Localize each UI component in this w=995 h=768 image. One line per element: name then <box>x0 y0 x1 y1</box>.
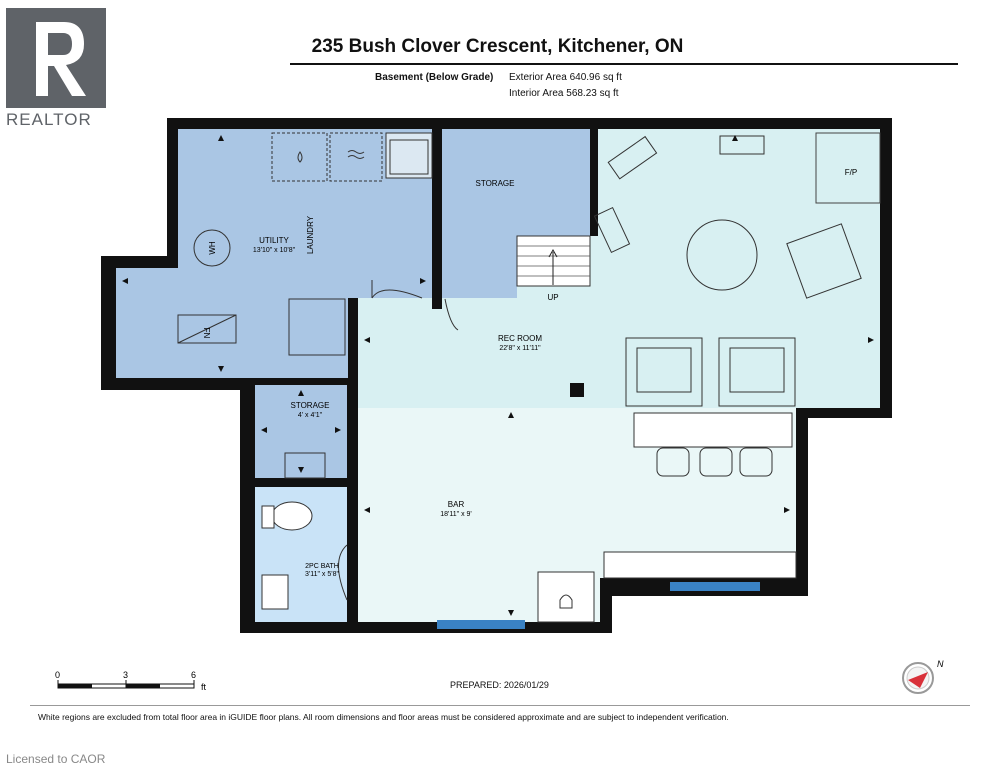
bar-counter <box>633 412 793 448</box>
window <box>437 620 525 629</box>
water-heater <box>193 229 231 267</box>
bath-label: 2PC BATH <box>305 563 339 570</box>
title-divider <box>290 63 958 65</box>
bar-label: BAR <box>448 500 465 509</box>
scale-bar: 0 3 6 ft <box>55 670 207 692</box>
scale-unit: ft <box>201 682 207 692</box>
storage-small-room <box>255 385 347 478</box>
scale-tick-0: 0 <box>55 670 60 680</box>
storage-small-label: STORAGE <box>291 401 330 410</box>
prepared-date: PREPARED: 2026/01/29 <box>450 680 549 690</box>
utility-label: UTILITY <box>259 236 289 245</box>
window <box>670 582 760 591</box>
scale-tick-6: 6 <box>191 670 196 680</box>
utility-room <box>116 129 432 378</box>
realtor-logo <box>6 8 106 108</box>
bath-dims: 3'11" x 5'8" <box>305 571 339 578</box>
rec-room-dims: 22'8" x 11'11" <box>499 345 541 352</box>
wh-label: WH <box>208 241 217 255</box>
compass-north: N <box>937 659 944 669</box>
license-watermark: Licensed to CAOR <box>6 752 106 766</box>
storage-small-dims: 4' x 4'1" <box>298 412 323 419</box>
utility-dims: 13'10" x 10'8" <box>253 247 296 254</box>
disclaimer-text: White regions are excluded from total fl… <box>38 712 729 722</box>
page-title: 235 Bush Clover Crescent, Kitchener, ON <box>311 36 684 57</box>
fn-label: FN <box>202 328 211 339</box>
compass-icon: N <box>902 659 944 694</box>
bar-dims: 18'11" x 9' <box>440 511 472 518</box>
realtor-wordmark: REALTOR <box>6 110 92 129</box>
laundry-label: LAUNDRY <box>306 215 315 254</box>
fireplace-label: F/P <box>845 168 857 177</box>
storage-top-label: STORAGE <box>476 179 515 188</box>
footer-divider <box>30 705 970 706</box>
exterior-area: Exterior Area 640.96 sq ft <box>509 72 622 83</box>
up-label: UP <box>547 293 558 302</box>
scale-tick-3: 3 <box>123 670 128 680</box>
furnace <box>177 314 237 344</box>
round-table <box>686 219 758 291</box>
rec-room-label: REC ROOM <box>498 334 542 343</box>
interior-area: Interior Area 568.23 sq ft <box>509 88 619 99</box>
floor-subtitle: Basement (Below Grade) <box>375 72 494 83</box>
